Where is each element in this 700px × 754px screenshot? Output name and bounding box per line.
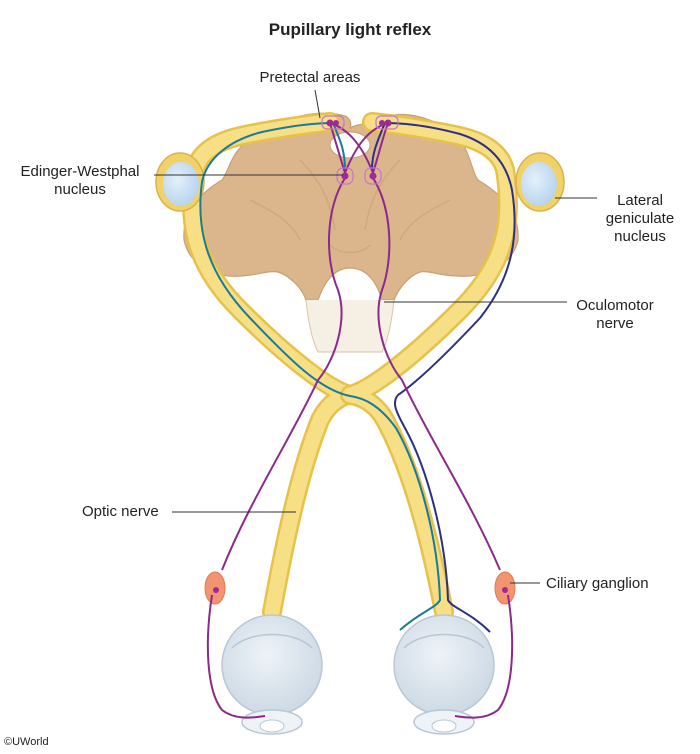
label-edinger-westphal: Edinger-Westphal nucleus (10, 163, 150, 199)
right-eye (393, 614, 495, 735)
ciliary-ganglia (204, 571, 516, 605)
label-oculomotor-nerve: Oculomotor nerve (570, 297, 660, 333)
label-line: nerve (596, 315, 634, 332)
optic-pathway (182, 112, 518, 622)
label-line: Oculomotor (576, 297, 654, 314)
label-line: nucleus (54, 181, 106, 198)
afferent-fibers (199, 122, 516, 633)
synapse-markers (213, 119, 508, 593)
left-eye (221, 614, 323, 735)
efferent-fibers (206, 122, 514, 719)
diagram-title: Pupillary light reflex (268, 20, 432, 39)
leader-lines (154, 89, 597, 584)
copyright: ©UWorld (4, 736, 49, 748)
label-line: Edinger-Westphal (20, 163, 140, 180)
label-ciliary-ganglion: Ciliary ganglion (546, 575, 649, 592)
label-line: Lateral (617, 192, 663, 209)
synapse-rings (321, 115, 399, 185)
label-line: geniculate (605, 210, 675, 227)
label-line: nucleus (614, 228, 666, 245)
label-lateral-geniculate: Lateral geniculate nucleus (600, 192, 680, 246)
midbrain (183, 112, 519, 353)
lateral-geniculate-nuclei (155, 152, 565, 212)
label-optic-nerve: Optic nerve (82, 503, 159, 520)
label-pretectal-areas: Pretectal areas (259, 69, 361, 86)
